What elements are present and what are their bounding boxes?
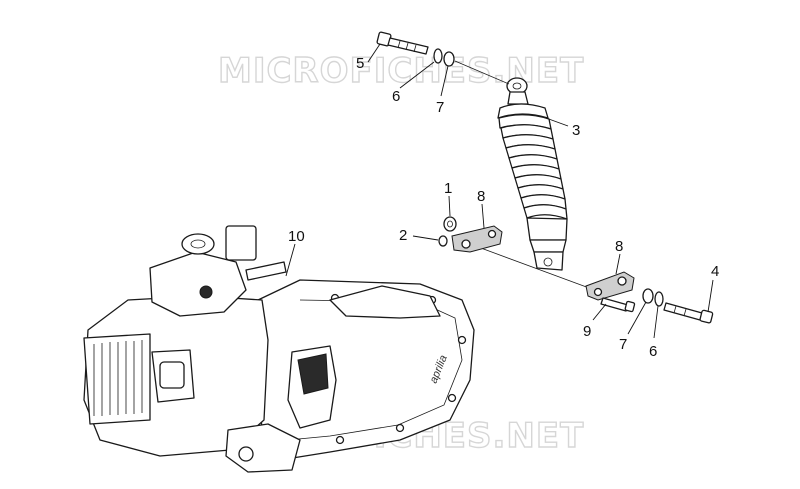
- washer-part-2: [438, 235, 448, 247]
- washer-part-6-bottom: [654, 291, 664, 307]
- shock-spring: [497, 103, 568, 220]
- callout-7-top: 7: [436, 99, 444, 116]
- washer-part-7-bottom: [642, 288, 654, 304]
- washer-part-6-top: [433, 48, 443, 64]
- callout-4: 4: [711, 263, 719, 280]
- watermark-top: MICROFICHES.NET: [218, 51, 584, 91]
- callout-2: 2: [399, 227, 407, 244]
- shock-absorber: [497, 77, 568, 271]
- callout-3: 3: [572, 122, 580, 139]
- engine-assembly: aprilia: [83, 225, 475, 473]
- callout-5: 5: [356, 55, 364, 72]
- callout-1: 1: [444, 180, 452, 197]
- callout-9: 9: [583, 323, 591, 340]
- bracket-right: [585, 271, 635, 301]
- carburettor: [149, 225, 287, 317]
- callout-6-top: 6: [392, 88, 400, 105]
- callout-8-right: 8: [615, 238, 623, 255]
- nut-part-1: [443, 216, 457, 232]
- callout-6-bottom: 6: [649, 343, 657, 360]
- mount-axis-line: [469, 243, 601, 293]
- bracket-left: [451, 225, 503, 253]
- washer-part-7-top: [443, 51, 455, 67]
- callout-7-bottom: 7: [619, 336, 627, 353]
- right-bolt-part-4: [663, 302, 714, 324]
- cooling-fins: [83, 333, 151, 425]
- callout-8-left: 8: [477, 188, 485, 205]
- top-bolt-axis: [454, 60, 510, 85]
- callout-10: 10: [288, 228, 305, 245]
- small-bolt-part-9: [600, 297, 636, 313]
- top-bolt-part-5: [376, 31, 429, 55]
- leader-lines: [285, 43, 714, 339]
